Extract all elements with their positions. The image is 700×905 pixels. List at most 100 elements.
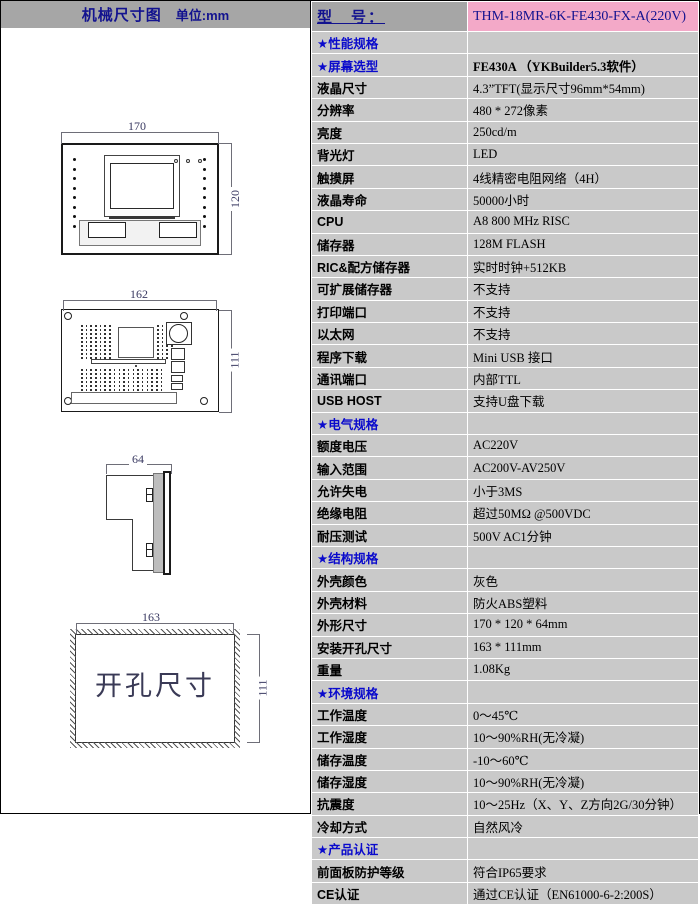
spec-value: 符合IP65要求: [467, 859, 699, 883]
spec-key: 可扩展储存器: [311, 277, 468, 301]
spec-value: AC220V: [467, 434, 699, 458]
spec-value: 128M FLASH: [467, 232, 699, 256]
spec-key: 前面板防护等级: [311, 859, 468, 883]
spec-value: 不支持: [467, 277, 699, 301]
mechanical-drawing-panel: 机械尺寸图 单位:mm 170: [1, 1, 311, 813]
front-view-screen: [110, 163, 174, 209]
spec-key: 储存温度: [311, 747, 468, 771]
spec-value: 10～90%RH(无冷凝): [467, 769, 699, 794]
spec-value: 0～45℃: [467, 702, 699, 727]
rear-vent-upper-left: [81, 325, 115, 361]
spec-value: 不支持: [467, 299, 699, 324]
side-view-clip-top: [146, 488, 153, 502]
rear-width-dimline: [63, 300, 217, 301]
rear-center-mark: [135, 365, 137, 367]
cutout-hatch-right: [234, 629, 240, 748]
cutout-width-dimline: [76, 623, 234, 624]
side-view-clip-bottom: [146, 543, 153, 557]
spec-value: 防火ABS塑料: [467, 590, 699, 615]
spec-key: 储存湿度: [311, 769, 468, 794]
spec-value: 通过CE认证（EN61000-6-2:200S）: [467, 881, 699, 905]
front-width-tick-left: [61, 132, 62, 144]
model-value: THM-18MR-6K-FE430-FX-A(220V): [467, 1, 699, 32]
rear-expansion-slot: [91, 359, 166, 364]
cutout-height-dimension: 111: [256, 676, 270, 700]
specification-panel: 型 号： THM-18MR-6K-FE430-FX-A(220V) ★性能规格★…: [311, 1, 699, 905]
spec-key: 工作湿度: [311, 725, 468, 749]
side-view-drawing: [106, 471, 186, 575]
spec-value: 163 * 111mm: [467, 635, 699, 659]
spec-value: 灰色: [467, 568, 699, 592]
cutout-hatch-bottom: [70, 742, 240, 748]
spec-value: [467, 680, 699, 704]
table-row: RIC&配方储存器实时时钟+512KB: [311, 254, 699, 279]
spec-value: 自然风冷: [467, 814, 699, 839]
cutout-hatch-left: [70, 629, 76, 748]
spec-value: FE430A （YKBuilder5.3软件）: [467, 53, 699, 77]
spec-key: ★产品认证: [311, 837, 468, 861]
table-row: 通讯端口内部TTL: [311, 366, 699, 391]
specification-table-body: 型 号： THM-18MR-6K-FE430-FX-A(220V) ★性能规格★…: [311, 1, 699, 905]
rear-port-2: [171, 361, 185, 373]
rear-width-tick-left: [63, 300, 64, 311]
spec-key: 耐压测试: [311, 523, 468, 547]
front-height-dimension: 120: [228, 187, 242, 211]
spec-key: 额度电压: [311, 434, 468, 458]
table-row: ★电气规格: [311, 411, 699, 436]
spec-key: USB HOST: [311, 389, 468, 413]
spec-key: RIC&配方储存器: [311, 254, 468, 279]
spec-value: 4.3”TFT(显示尺寸96mm*54mm): [467, 75, 699, 100]
table-row: CE认证通过CE认证（EN61000-6-2:200S）: [311, 881, 699, 905]
drawing-unit-label: 单位:mm: [175, 8, 230, 23]
panel-cutout-caption: 开孔尺寸: [95, 671, 215, 701]
spec-value: 不支持: [467, 322, 699, 346]
spec-key: 以太网: [311, 322, 468, 346]
rear-screw-top-left: [64, 312, 72, 320]
table-header-row: 型 号： THM-18MR-6K-FE430-FX-A(220V): [311, 1, 699, 32]
table-row: 外壳材料防火ABS塑料: [311, 590, 699, 615]
spec-value: 实时时钟+512KB: [467, 254, 699, 279]
spec-key: 外壳颜色: [311, 568, 468, 592]
table-row: 以太网不支持: [311, 322, 699, 346]
side-depth-tick-left: [106, 464, 107, 474]
spec-key: 触摸屏: [311, 165, 468, 189]
front-view-drawing: [61, 143, 219, 255]
front-width-dimension: 170: [125, 120, 149, 132]
spec-key: 通讯端口: [311, 366, 468, 391]
star-icon: ★: [317, 843, 329, 858]
rear-screw-top-right: [180, 312, 188, 320]
spec-value: 10～90%RH(无冷凝): [467, 725, 699, 749]
front-view-dots-left: [73, 158, 76, 234]
spec-key: ★性能规格: [311, 30, 468, 55]
star-icon: ★: [317, 59, 329, 74]
front-height-tick-top: [219, 143, 232, 144]
front-width-dimline: [61, 132, 219, 133]
spec-value: 10～25Hz（X、Y、Z方向2G/30分钟）: [467, 792, 699, 816]
rear-dial: [166, 322, 192, 345]
spec-key: 输入范围: [311, 456, 468, 480]
spec-key: ★结构规格: [311, 545, 468, 570]
spec-key: 重量: [311, 657, 468, 682]
cutout-height-tick-top: [247, 634, 260, 635]
cutout-width-tick-right: [233, 623, 234, 634]
front-width-tick-right: [218, 132, 219, 144]
spec-key: ★屏幕选型: [311, 53, 468, 77]
spec-value: [467, 837, 699, 861]
spec-value: A8 800 MHz RISC: [467, 210, 699, 234]
spec-value: -10～60℃: [467, 747, 699, 771]
rear-label-window: [118, 327, 154, 358]
table-row: 储存温度-10～60℃: [311, 747, 699, 771]
front-view-dots-right: [203, 158, 206, 234]
table-row: 冷却方式自然风冷: [311, 814, 699, 839]
rear-height-tick-top: [219, 310, 232, 311]
